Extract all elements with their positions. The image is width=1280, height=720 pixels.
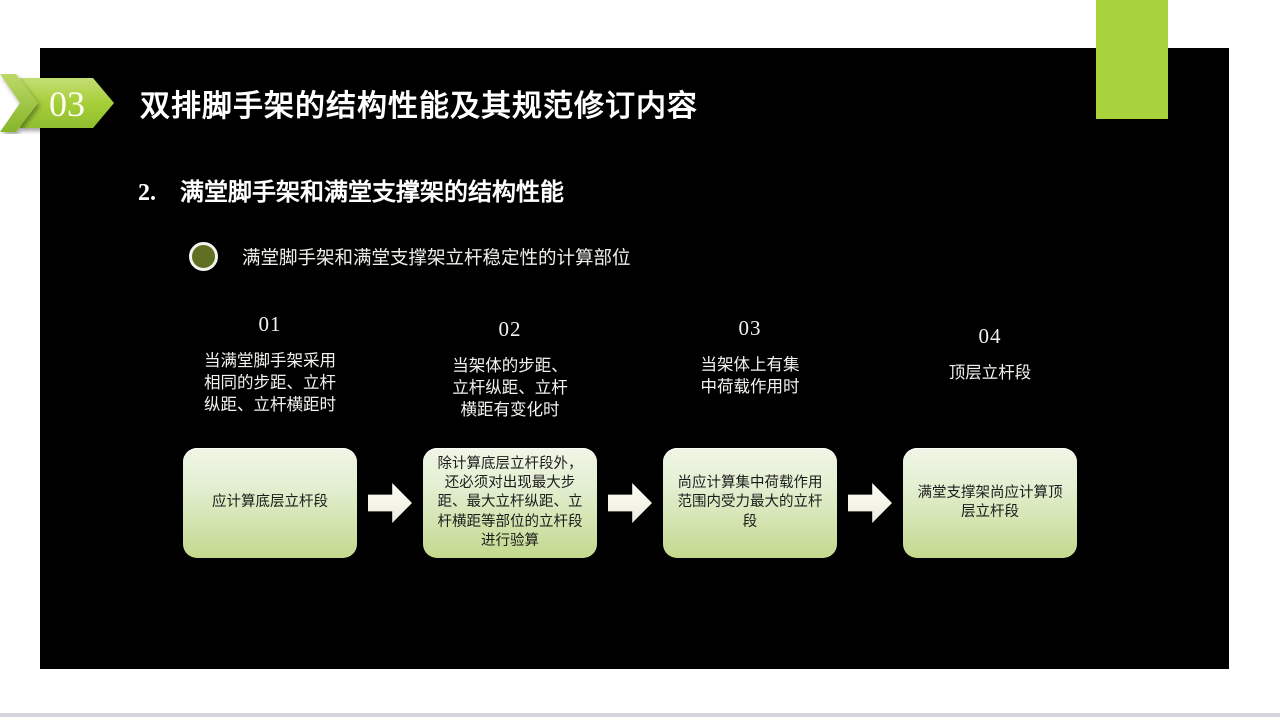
chevron-banner-icon: 03 [0,74,114,132]
column-03-description: 当架体上有集 中荷载作用时 [700,355,800,396]
numbered-columns: 01 当满堂脚手架采用 相同的步距、立杆 纵距、立杆横距时 02 当架体的步距、… [150,312,1110,421]
corner-accent-rect [1096,0,1168,119]
right-arrow-icon [608,483,652,523]
flow-step-1: 应计算底层立杆段 [183,448,357,558]
flow-step-2: 除计算底层立杆段外，还必须对出现最大步距、最大立杆纵距、立杆横距等部位的立杆段进… [423,448,597,558]
process-flow: 应计算底层立杆段 除计算底层立杆段外，还必须对出现最大步距、最大立杆纵距、立杆横… [183,448,1077,558]
bullet-circle-icon [189,242,218,271]
section-number-badge: 03 [0,72,120,134]
column-01-description: 当满堂脚手架采用 相同的步距、立杆 纵距、立杆横距时 [204,351,336,414]
column-02-number: 02 [498,317,522,341]
column-04-number: 04 [978,324,1002,348]
column-04: 04 顶层立杆段 [870,312,1110,421]
flow-connector-1 [357,448,423,558]
column-02-description: 当架体的步距、 立杆纵距、立杆 横距有变化时 [452,356,568,419]
badge-number: 03 [49,84,85,124]
section-heading-title: 满堂脚手架和满堂支撑架的结构性能 [180,180,564,206]
column-01: 01 当满堂脚手架采用 相同的步距、立杆 纵距、立杆横距时 [150,312,390,421]
slide-panel [40,48,1229,669]
flow-step-3: 尚应计算集中荷载作用范围内受力最大的立杆段 [663,448,837,558]
bullet-row: 满堂脚手架和满堂支撑架立杆稳定性的计算部位 [189,242,631,271]
flow-connector-2 [597,448,663,558]
section-heading-number: 2. [138,180,156,206]
page-title: 双排脚手架的结构性能及其规范修订内容 [140,90,698,123]
right-arrow-icon [848,483,892,523]
column-01-number: 01 [258,312,282,336]
column-03: 03 当架体上有集 中荷载作用时 [630,312,870,421]
flow-connector-3 [837,448,903,558]
right-arrow-icon [368,483,412,523]
column-02: 02 当架体的步距、 立杆纵距、立杆 横距有变化时 [390,312,630,421]
bullet-label: 满堂脚手架和满堂支撑架立杆稳定性的计算部位 [242,248,631,269]
flow-step-4: 满堂支撑架尚应计算顶层立杆段 [903,448,1077,558]
section-heading: 2. 满堂脚手架和满堂支撑架的结构性能 [138,172,564,207]
column-03-number: 03 [738,316,762,340]
bottom-divider [0,713,1280,717]
column-04-description: 顶层立杆段 [948,363,1032,382]
